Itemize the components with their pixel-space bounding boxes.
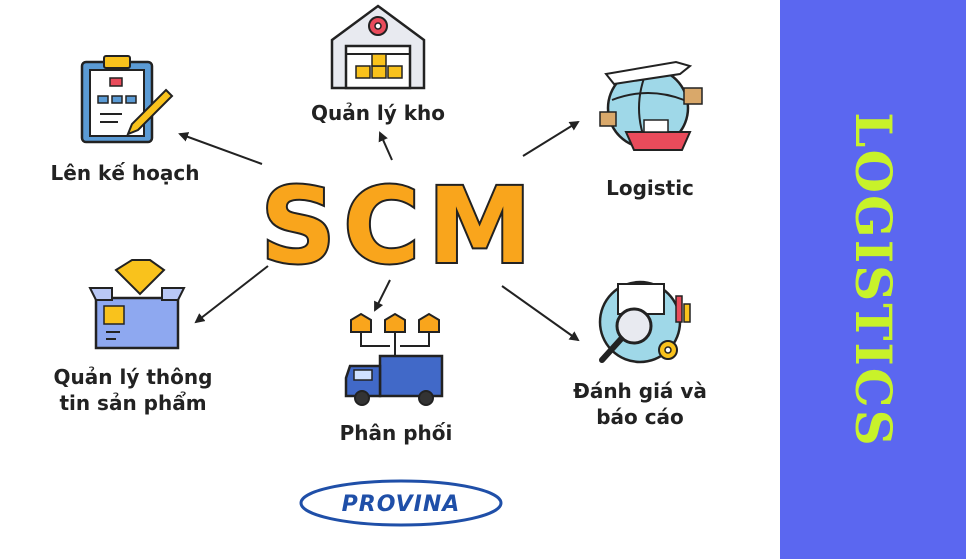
diamond-box-icon <box>88 259 186 350</box>
warehouse-icon <box>330 4 426 90</box>
label-logistic: Logistic <box>606 176 694 200</box>
label-product-info: Quản lý thông tin sản phẩm <box>53 365 213 415</box>
arrow-to-warehouse <box>378 131 393 161</box>
scm-title: SCM <box>261 165 540 287</box>
arrow-to-logistic <box>522 120 580 157</box>
side-panel-text-layer: LOGISTICS <box>844 112 903 447</box>
side-panel <box>780 0 966 559</box>
label-planning: Lên kế hoạch <box>50 161 200 185</box>
provina-logo: PROVINA <box>299 479 503 527</box>
clipboard-icon <box>80 55 174 144</box>
label-distribution: Phân phối <box>339 421 453 445</box>
label-warehouse: Quản lý kho <box>310 101 446 125</box>
arrow-to-distribution <box>374 279 391 312</box>
magnifier-report-icon <box>598 280 691 364</box>
label-evaluation: Đánh giá và báo cáo <box>573 379 707 429</box>
side-panel-title: LOGISTICS <box>844 112 903 447</box>
globe-shipping-icon <box>599 60 703 151</box>
provina-logo-text: PROVINA <box>342 492 461 517</box>
arrow-to-product-info <box>194 265 269 324</box>
delivery-truck-icon <box>344 312 444 406</box>
arrow-to-evaluation <box>501 285 580 342</box>
arrow-to-planning <box>178 132 263 165</box>
